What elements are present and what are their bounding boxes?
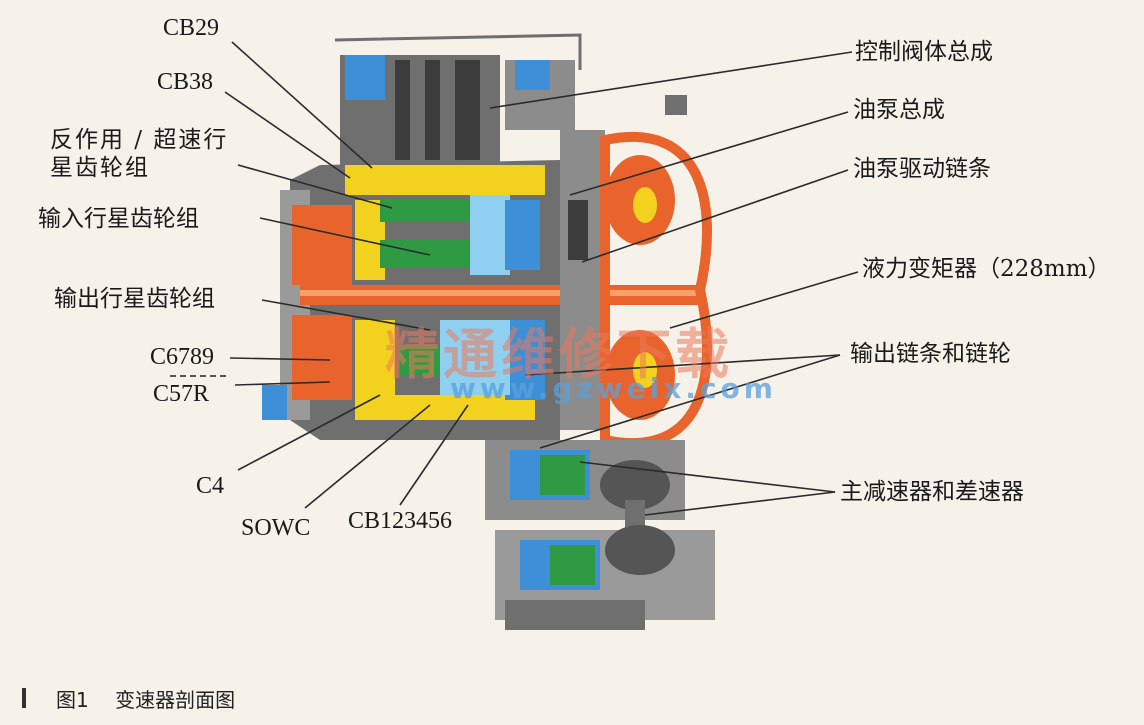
differential-upper <box>600 460 670 510</box>
figure-title: 变速器剖面图 <box>115 688 236 712</box>
leader-c6789 <box>229 357 331 361</box>
upper-yellow-housing <box>345 165 545 195</box>
leader-pump-chain <box>581 169 849 263</box>
label-c6789: C6789 <box>150 344 215 370</box>
valve-right-blue <box>515 60 550 90</box>
planetary-carrier <box>470 195 510 275</box>
oil-pump <box>568 200 588 260</box>
leader-lines <box>224 41 859 516</box>
label-oil-pump: 油泵总成 <box>853 97 945 123</box>
label-cb29: CB29 <box>163 15 220 41</box>
leader-cb123456 <box>399 404 469 506</box>
leader-output <box>261 299 431 331</box>
chain-sprocket-upper <box>505 200 540 270</box>
label-reaction-overdrive-planetary: 反作用 / 超速行星齿轮组 <box>50 127 229 181</box>
cover-tab <box>665 95 687 115</box>
valve-slot-1 <box>395 60 410 160</box>
leader-input <box>259 217 431 256</box>
leader-final-drive-2 <box>644 491 836 516</box>
label-separator-dash <box>170 375 226 377</box>
torque-converter-outline <box>600 131 713 449</box>
label-torque-converter: 液力变矩器（228mm） <box>862 256 1111 282</box>
converter-stator-upper <box>633 187 657 223</box>
label-control-valve-body: 控制阀体总成 <box>855 39 993 65</box>
clutch-pack-upper <box>292 205 352 285</box>
valve-slot-2 <box>425 60 440 160</box>
valve-blue-part <box>345 55 385 100</box>
leader-final-drive-1 <box>579 461 836 493</box>
leader-control-valve <box>489 51 853 109</box>
label-oil-pump-drive-chain: 油泵驱动链条 <box>853 156 991 182</box>
converter-stator-lower <box>633 352 657 388</box>
leader-output-chain-1 <box>524 354 841 376</box>
label-c57r: C57R <box>153 381 210 407</box>
label-final-drive-differential: 主减速器和差速器 <box>840 479 1024 505</box>
lower-yellow-left <box>355 320 395 420</box>
clutch-pack-lower <box>292 315 352 400</box>
label-c4: C4 <box>196 473 225 499</box>
figure-caption: 图1 变速器剖面图 <box>56 684 235 713</box>
shaft-highlight <box>300 290 700 296</box>
leader-c57r <box>234 381 331 386</box>
output-carrier <box>440 320 510 395</box>
final-drive-pinion-lower <box>550 545 595 585</box>
label-output-chain-sprocket: 输出链条和链轮 <box>850 341 1011 367</box>
final-drive-pinion-upper <box>540 455 585 495</box>
caption-bar <box>22 688 26 708</box>
valve-slot-3 <box>455 60 480 160</box>
leader-output-chain-2 <box>539 354 841 449</box>
label-input-planetary: 输入行星齿轮组 <box>38 206 199 232</box>
leader-sowc <box>304 404 431 509</box>
watermark-text: 精通维修下载 <box>385 323 733 386</box>
label-sowc: SOWC <box>241 515 311 541</box>
leader-cb38 <box>224 91 351 179</box>
figure-number: 图1 <box>56 688 89 712</box>
leader-reaction <box>237 164 393 209</box>
chain-sprocket-lower <box>505 320 545 400</box>
final-drive-base <box>505 600 645 630</box>
leader-cb29 <box>231 41 373 169</box>
watermark-url: www.gzweix.com <box>450 372 777 405</box>
label-output-planetary: 输出行星齿轮组 <box>54 286 215 312</box>
differential-lower <box>605 525 675 575</box>
leader-c4 <box>237 394 381 471</box>
left-axle-stub <box>262 385 287 420</box>
pump-housing <box>560 130 605 430</box>
label-cb123456: CB123456 <box>348 508 453 534</box>
leader-torque-converter <box>669 271 859 329</box>
leader-oil-pump <box>569 111 849 196</box>
cover-outline <box>334 33 582 70</box>
label-cb38: CB38 <box>157 69 214 95</box>
